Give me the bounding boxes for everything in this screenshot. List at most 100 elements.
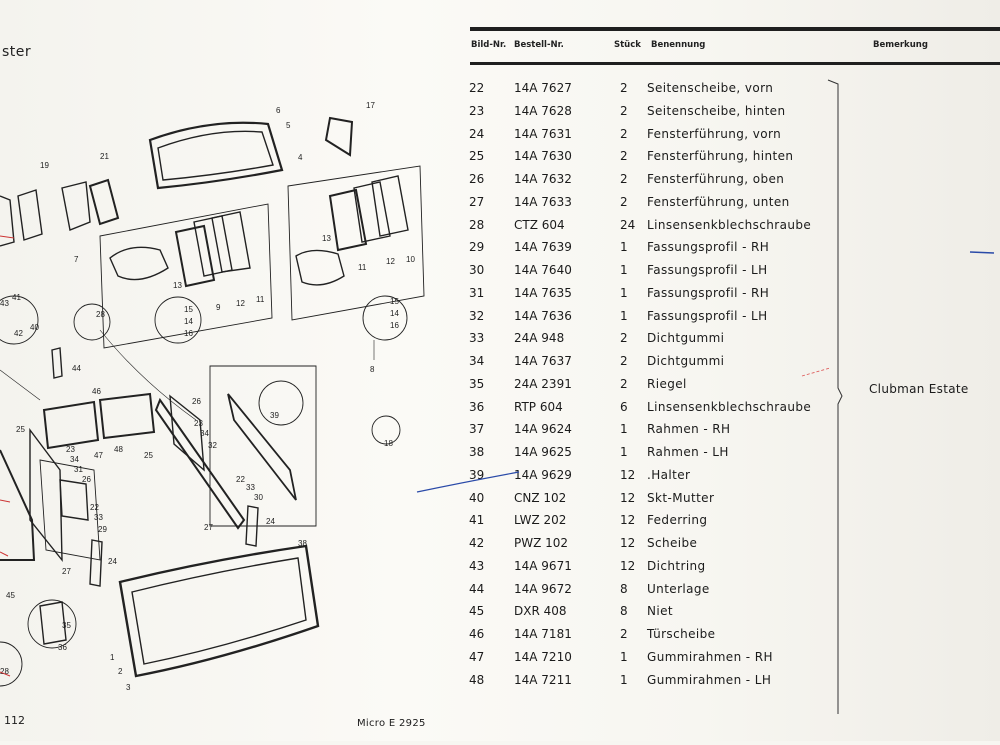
stueck-cell: 1 [620, 240, 628, 255]
bestell-nr-cell: RTP 604 [514, 399, 563, 414]
stueck-cell: 2 [620, 194, 628, 209]
stueck-cell: 1 [620, 308, 628, 323]
svg-text:30: 30 [254, 493, 263, 502]
svg-text:22: 22 [90, 503, 99, 512]
column-header-benennung: Benennung [651, 40, 706, 50]
benennung-cell: Unterlage [647, 581, 710, 596]
stueck-cell: 2 [620, 103, 628, 118]
bestell-nr-cell: 14A 9629 [514, 467, 572, 482]
svg-text:44: 44 [72, 364, 81, 373]
table-top-band [470, 27, 1000, 31]
svg-text:42: 42 [14, 329, 23, 338]
stueck-cell: 1 [620, 445, 628, 459]
bestell-nr-cell: 14A 7628 [514, 103, 572, 118]
bestell-nr-cell: 14A 7630 [514, 149, 572, 164]
benennung-cell: Linsensenkblechschraube [647, 217, 812, 232]
bestell-nr-cell: 14A 9625 [514, 445, 572, 459]
bestell-nr-cell: 14A 7627 [514, 81, 572, 95]
svg-text:7: 7 [74, 255, 79, 264]
benennung-cell: Skt-Mutter [647, 490, 715, 505]
bild-nr-cell: 43 [469, 558, 485, 573]
stueck-cell: 2 [620, 81, 628, 95]
svg-text:25: 25 [144, 451, 153, 460]
svg-text:9: 9 [216, 303, 221, 312]
stueck-cell: 8 [620, 604, 628, 619]
svg-text:5: 5 [286, 121, 291, 130]
benennung-cell: Fassungsprofil - LH [647, 263, 768, 277]
bild-nr-cell: 34 [469, 354, 485, 368]
svg-text:13: 13 [322, 234, 331, 243]
stueck-cell: 2 [620, 376, 628, 391]
svg-text:47: 47 [94, 451, 103, 460]
svg-text:24: 24 [108, 557, 117, 566]
bestell-nr-cell: 14A 7211 [514, 672, 572, 687]
svg-text:27: 27 [62, 567, 71, 576]
svg-text:23: 23 [66, 445, 75, 454]
svg-text:11: 11 [256, 295, 265, 304]
bild-nr-cell: 48 [469, 672, 485, 687]
benennung-cell: Seitenscheibe, hinten [647, 103, 786, 118]
header-rule [470, 62, 1000, 65]
bild-nr-cell: 47 [469, 649, 485, 664]
benennung-cell: Niet [647, 604, 673, 619]
svg-text:21: 21 [100, 152, 109, 161]
bild-nr-cell: 40 [469, 490, 485, 505]
stueck-cell: 2 [620, 126, 628, 141]
bild-nr-cell: 24 [469, 126, 485, 141]
svg-text:43: 43 [0, 299, 9, 308]
benennung-cell: .Halter [647, 467, 691, 482]
svg-text:15: 15 [184, 305, 193, 314]
bild-nr-cell: 35 [469, 376, 485, 391]
benennung-cell: Riegel [647, 376, 687, 391]
svg-text:39: 39 [270, 411, 279, 420]
benennung-cell: Rahmen - RH [647, 422, 731, 437]
bestell-nr-cell: 14A 7181 [514, 627, 572, 641]
bild-nr-cell: 31 [469, 285, 485, 300]
svg-text:4: 4 [298, 153, 303, 162]
stueck-cell: 1 [620, 285, 628, 300]
svg-text:6: 6 [276, 106, 281, 115]
benennung-cell: Fensterführung, unten [647, 194, 790, 209]
benennung-cell: Seitenscheibe, vorn [647, 81, 774, 95]
column-header-bild-nr: Bild-Nr. [471, 40, 507, 50]
svg-text:26: 26 [82, 475, 91, 484]
bild-nr-cell: 37 [469, 422, 485, 437]
stueck-cell: 24 [620, 217, 636, 232]
svg-text:34: 34 [200, 429, 209, 438]
column-header-stueck: Stück [614, 40, 641, 50]
benennung-cell: Fassungsprofil - RH [647, 285, 770, 300]
remark-clubman-estate: Clubman Estate [869, 382, 969, 396]
svg-text:16: 16 [390, 321, 399, 330]
svg-text:12: 12 [386, 257, 395, 266]
svg-text:16: 16 [184, 329, 193, 338]
page-number: 112 [4, 714, 25, 727]
bestell-nr-cell: CNZ 102 [514, 490, 567, 505]
benennung-cell: Türscheibe [647, 627, 716, 641]
benennung-cell: Federring [647, 513, 708, 528]
bild-nr-cell: 23 [469, 103, 485, 118]
benennung-cell: Fensterführung, vorn [647, 126, 782, 141]
bild-nr-cell: 25 [469, 149, 485, 164]
svg-text:27: 27 [204, 523, 213, 532]
svg-text:48: 48 [114, 445, 123, 454]
bestell-nr-cell: 14A 7640 [514, 263, 572, 277]
exploded-view-diagram: ster [0, 0, 440, 741]
benennung-cell: Fassungsprofil - LH [647, 308, 768, 323]
stueck-cell: 2 [620, 149, 628, 164]
svg-text:1: 1 [110, 653, 115, 662]
benennung-cell: Gummirahmen - LH [647, 672, 772, 687]
section-title: ster [2, 44, 32, 60]
bild-nr-cell: 32 [469, 308, 485, 323]
